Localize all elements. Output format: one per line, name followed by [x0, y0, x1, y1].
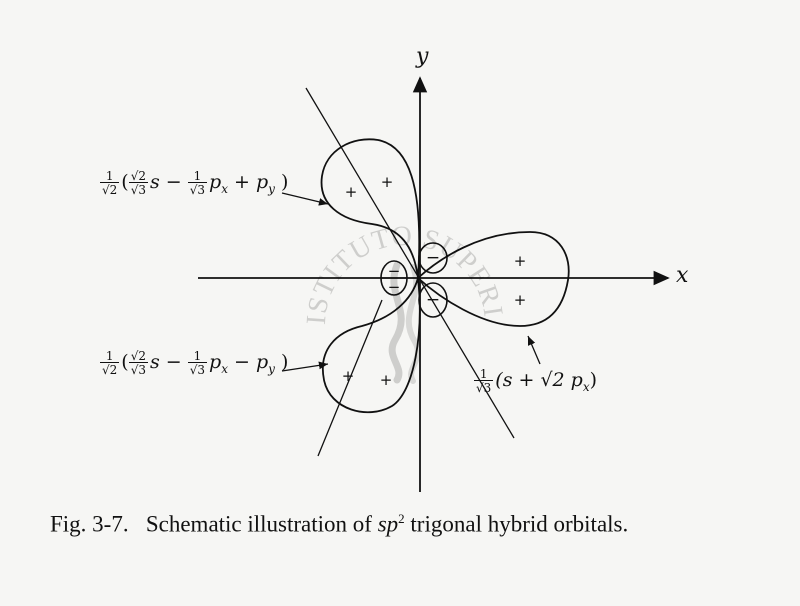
diagonal-line [305, 87, 515, 439]
coefficient-fraction: 1√2 [100, 169, 120, 197]
lower-left-lobe-sign: + [380, 371, 393, 389]
small-lobe-sign: − [426, 290, 440, 310]
diagonal-line-lower [317, 299, 383, 457]
right-lobe-formula: 1√3(s + √2 px) [474, 367, 598, 395]
lower-left-pointer [281, 361, 329, 372]
upper-left-lobe [320, 138, 421, 279]
x-axis-label: x [676, 263, 689, 288]
figure-caption: Fig. 3-7. Schematic illustration of sp2 … [50, 511, 629, 537]
small-lobe-sign: − [388, 278, 401, 296]
right-lobe-sign: + [514, 291, 527, 309]
upper-left-lobe-sign: + [345, 183, 358, 201]
s-coefficient-fraction: √2√3 [128, 349, 148, 377]
lower-left-lobe-sign: + [342, 367, 355, 385]
small-lobe-upper [418, 242, 448, 274]
px-coefficient-fraction: 1√3 [187, 169, 208, 197]
small-lobe-sign: − [426, 248, 440, 268]
right-pointer [527, 335, 541, 365]
small-lobe-sign: − [388, 262, 401, 280]
upper-left-lobe-sign: + [381, 173, 394, 191]
small-lobe-left [380, 260, 408, 296]
coefficient-fraction: 1√3 [474, 367, 494, 395]
coefficient-fraction: 1√2 [100, 349, 120, 377]
upper-left-pointer [281, 192, 329, 206]
small-lobe-lower [418, 282, 448, 318]
s-coefficient-fraction: √2√3 [128, 169, 148, 197]
right-lobe-sign: + [514, 252, 527, 270]
y-axis-label: y [416, 44, 429, 69]
px-coefficient-fraction: 1√3 [187, 349, 208, 377]
lower-left-lobe [322, 277, 421, 414]
right-lobe [416, 231, 570, 327]
